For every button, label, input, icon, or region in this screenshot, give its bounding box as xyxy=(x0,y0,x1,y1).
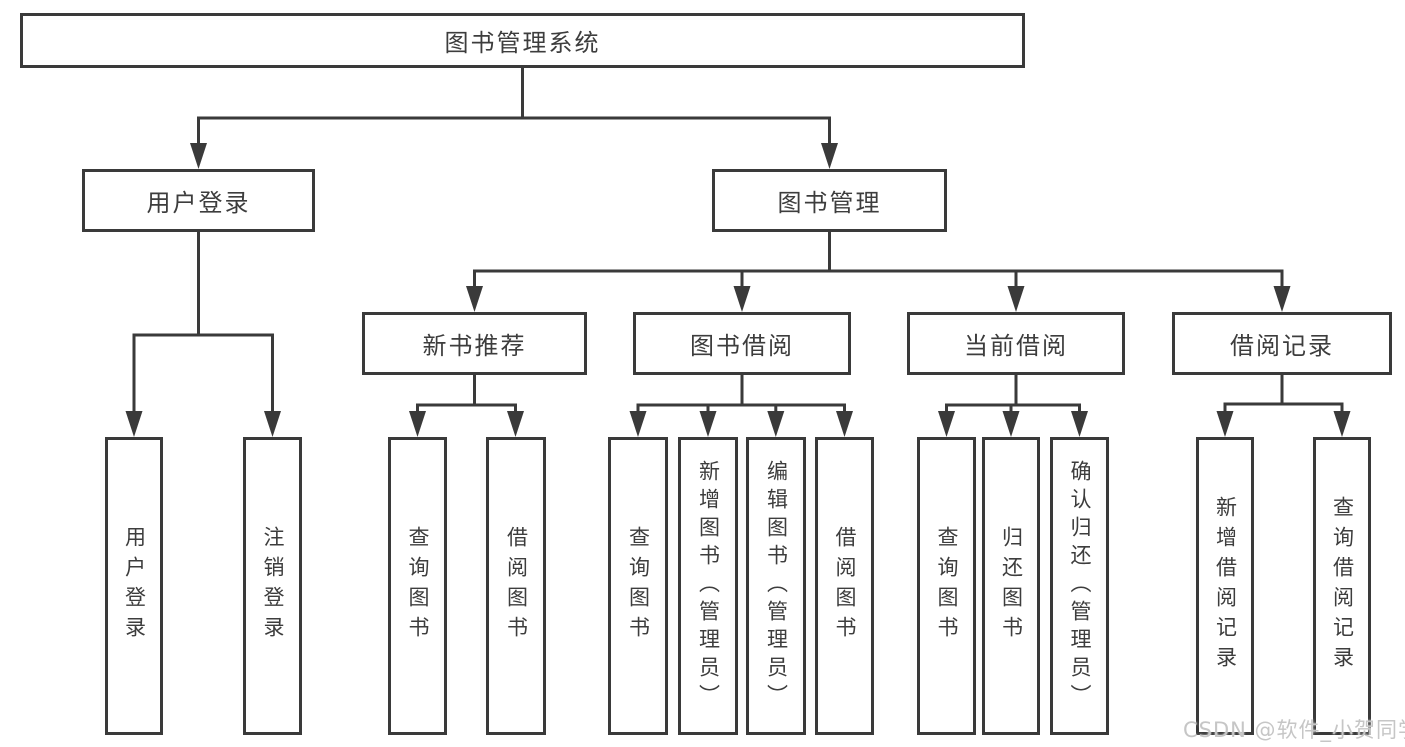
leaf-return-books: 归还图书 xyxy=(982,437,1040,735)
leaf-add-books-admin: 新增图书（管理员） xyxy=(678,437,738,735)
leaf-borrow-books: 借阅图书 xyxy=(815,437,874,735)
leaf-logout: 注销登录 xyxy=(243,437,302,735)
leaf-query-books-current: 查询图书 xyxy=(917,437,976,735)
leaf-edit-books-admin: 编辑图书（管理员） xyxy=(746,437,806,735)
leaf-borrow-books-recommend: 借阅图书 xyxy=(486,437,546,735)
leaf-user-login: 用户登录 xyxy=(105,437,163,735)
node-user-login: 用户登录 xyxy=(82,169,315,232)
node-current-borrowing: 当前借阅 xyxy=(907,312,1125,375)
leaf-confirm-return-admin: 确认归还（管理员） xyxy=(1050,437,1109,735)
node-new-book-recommendation: 新书推荐 xyxy=(362,312,587,375)
leaf-query-books-recommend: 查询图书 xyxy=(388,437,447,735)
node-book-borrowing: 图书借阅 xyxy=(633,312,851,375)
node-library-management-system: 图书管理系统 xyxy=(20,13,1025,68)
leaf-query-books-borrowing: 查询图书 xyxy=(608,437,668,735)
csdn-watermark: CSDN @软件_小贺同学 xyxy=(1183,718,1405,742)
node-borrowing-records: 借阅记录 xyxy=(1172,312,1392,375)
leaf-query-borrow-record: 查询借阅记录 xyxy=(1313,437,1371,735)
leaf-add-borrow-record: 新增借阅记录 xyxy=(1196,437,1254,735)
node-book-management: 图书管理 xyxy=(712,169,947,232)
